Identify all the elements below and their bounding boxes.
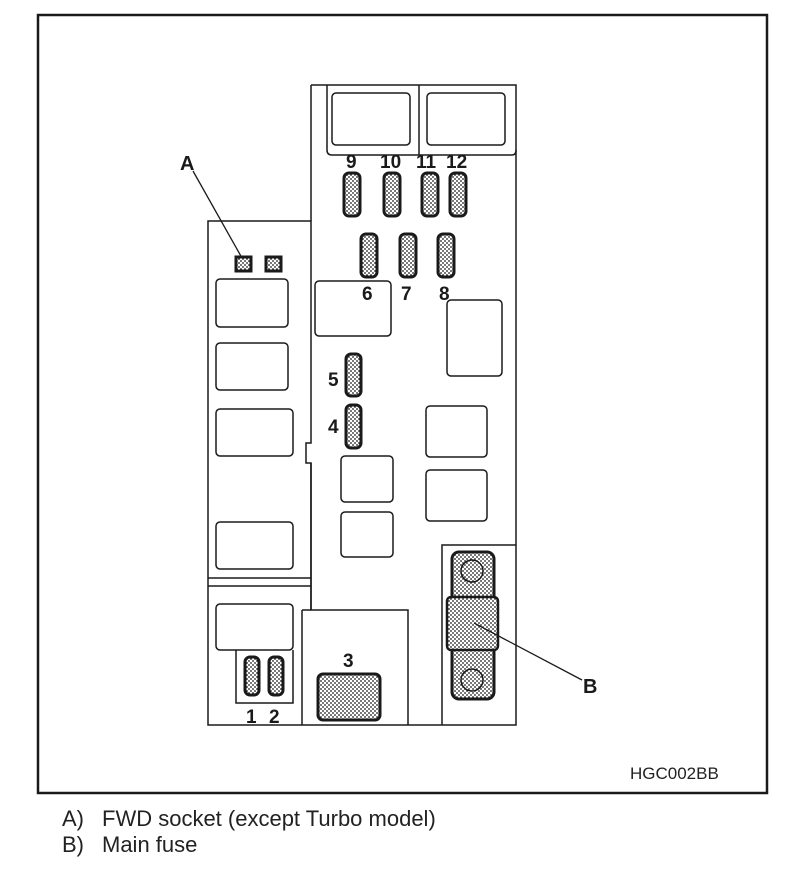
legend-item-b: B) Main fuse xyxy=(62,832,436,858)
main-fuse-center xyxy=(445,595,500,652)
figure-code: HGC002BB xyxy=(630,764,719,783)
fuse-9 xyxy=(342,171,362,218)
fuse-7 xyxy=(398,232,418,279)
fuse-4 xyxy=(344,403,363,450)
relay-top-right xyxy=(426,92,506,146)
relay-right-3 xyxy=(425,469,488,522)
leader-line-a xyxy=(192,170,243,259)
fuse-1 xyxy=(243,655,261,697)
legend-key: A) xyxy=(62,806,84,831)
fuse-box-outline xyxy=(207,84,517,726)
legend-key: B) xyxy=(62,832,84,857)
fuse-label-2: 2 xyxy=(269,707,280,728)
relay-right-2 xyxy=(425,405,488,458)
fuse-label-8: 8 xyxy=(439,284,450,305)
fuse-10 xyxy=(382,171,402,218)
fuse-label-4: 4 xyxy=(328,417,339,438)
fwd-socket-left xyxy=(234,255,253,273)
legend-item-a: A) FWD socket (except Turbo model) xyxy=(62,806,436,832)
relay-left-4 xyxy=(215,521,294,570)
relay-center-3 xyxy=(340,511,394,558)
fuse-label-9: 9 xyxy=(346,152,357,173)
callout-b: B xyxy=(583,676,597,698)
fuse-label-11: 11 xyxy=(416,152,437,173)
relay-left-2 xyxy=(215,342,289,391)
fuse-label-6: 6 xyxy=(362,284,373,305)
relay-left-3 xyxy=(215,408,294,457)
fuse-11 xyxy=(420,171,440,218)
fuse-label-10: 10 xyxy=(380,152,401,173)
fuse-2 xyxy=(267,655,285,697)
main-fuse-bolt-top xyxy=(460,559,484,583)
fuse-label-7: 7 xyxy=(401,284,412,305)
relay-right-1 xyxy=(446,299,503,377)
fuse-3 xyxy=(316,672,382,722)
fuse-label-1: 1 xyxy=(246,707,257,728)
legend-text: Main fuse xyxy=(102,832,198,857)
leader-line-b xyxy=(473,622,583,681)
legend-text: FWD socket (except Turbo model) xyxy=(102,806,436,831)
fuse-5 xyxy=(344,352,363,398)
relay-left-1 xyxy=(215,278,289,328)
fuse-6 xyxy=(359,232,379,279)
fuse-12 xyxy=(448,171,468,218)
fwd-socket-right xyxy=(264,255,283,273)
relay-top-left xyxy=(331,92,411,146)
relays xyxy=(215,92,506,651)
main-fuse-bolt-bottom xyxy=(460,668,484,692)
fuse-label-12: 12 xyxy=(446,152,467,173)
relay-center-2 xyxy=(340,455,394,503)
fuse-label-3: 3 xyxy=(343,651,354,672)
fuse-label-5: 5 xyxy=(328,370,339,391)
figure-frame xyxy=(36,13,769,795)
callout-a: A xyxy=(180,153,194,175)
relay-left-5 xyxy=(215,603,294,651)
legend: A) FWD socket (except Turbo model) B) Ma… xyxy=(62,806,436,858)
relay-center-1 xyxy=(314,280,392,337)
fuse-holder-1-2 xyxy=(235,650,294,704)
fuses xyxy=(234,171,500,722)
fuse-8 xyxy=(436,232,456,279)
